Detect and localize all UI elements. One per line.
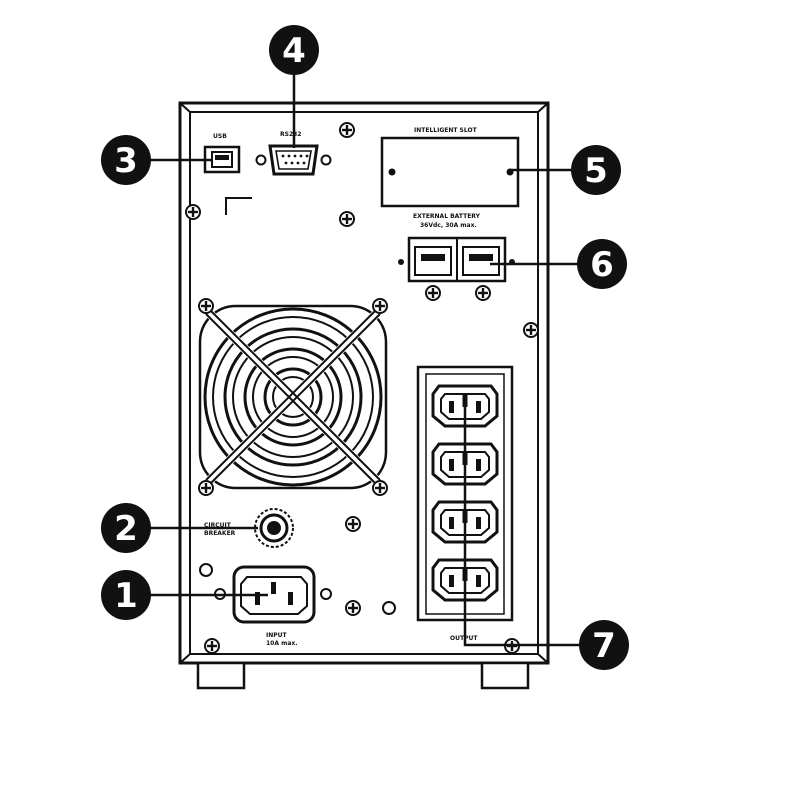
external-battery-connector: EXTERNAL BATTERY 36Vdc, 30A max. bbox=[398, 213, 515, 283]
svg-text:2: 2 bbox=[114, 509, 138, 549]
callout-6: 6 bbox=[577, 239, 627, 289]
external-battery-rating: 36Vdc, 30A max. bbox=[420, 222, 477, 229]
usb-port: USB bbox=[203, 133, 241, 174]
circuit-breaker: CIRCUIT BREAKER bbox=[204, 508, 294, 548]
svg-text:7: 7 bbox=[592, 626, 616, 666]
svg-text:6: 6 bbox=[590, 245, 614, 285]
intelligent-slot: INTELLIGENT SLOT bbox=[380, 127, 520, 208]
intelligent-slot-label: INTELLIGENT SLOT bbox=[414, 127, 478, 134]
circuit-breaker-label-2: BREAKER bbox=[204, 530, 236, 537]
input-rating: 10A max. bbox=[266, 640, 298, 647]
callout-7: 7 bbox=[579, 620, 629, 670]
svg-text:1: 1 bbox=[114, 576, 138, 616]
svg-text:4: 4 bbox=[282, 31, 306, 71]
circuit-breaker-label: CIRCUIT bbox=[204, 522, 232, 529]
ground-terminal bbox=[199, 563, 213, 577]
svg-text:5: 5 bbox=[584, 151, 608, 191]
ground-terminal-2 bbox=[382, 601, 396, 615]
cooling-fan bbox=[197, 297, 389, 497]
callout-leaders bbox=[150, 75, 580, 647]
callout-4: 4 bbox=[269, 25, 319, 75]
cabinet-feet bbox=[196, 661, 530, 690]
external-battery-label: EXTERNAL BATTERY bbox=[413, 213, 481, 220]
bracket-mark bbox=[225, 197, 252, 215]
input-label: INPUT bbox=[266, 632, 288, 639]
callout-2: 2 bbox=[101, 503, 151, 553]
usb-label: USB bbox=[213, 133, 227, 140]
callout-1: 1 bbox=[101, 570, 151, 620]
rs232-port: RS232 bbox=[255, 131, 332, 176]
callout-5: 5 bbox=[571, 145, 621, 195]
rs232-label: RS232 bbox=[280, 131, 301, 138]
callout-3: 3 bbox=[101, 135, 151, 185]
svg-text:3: 3 bbox=[114, 141, 138, 181]
